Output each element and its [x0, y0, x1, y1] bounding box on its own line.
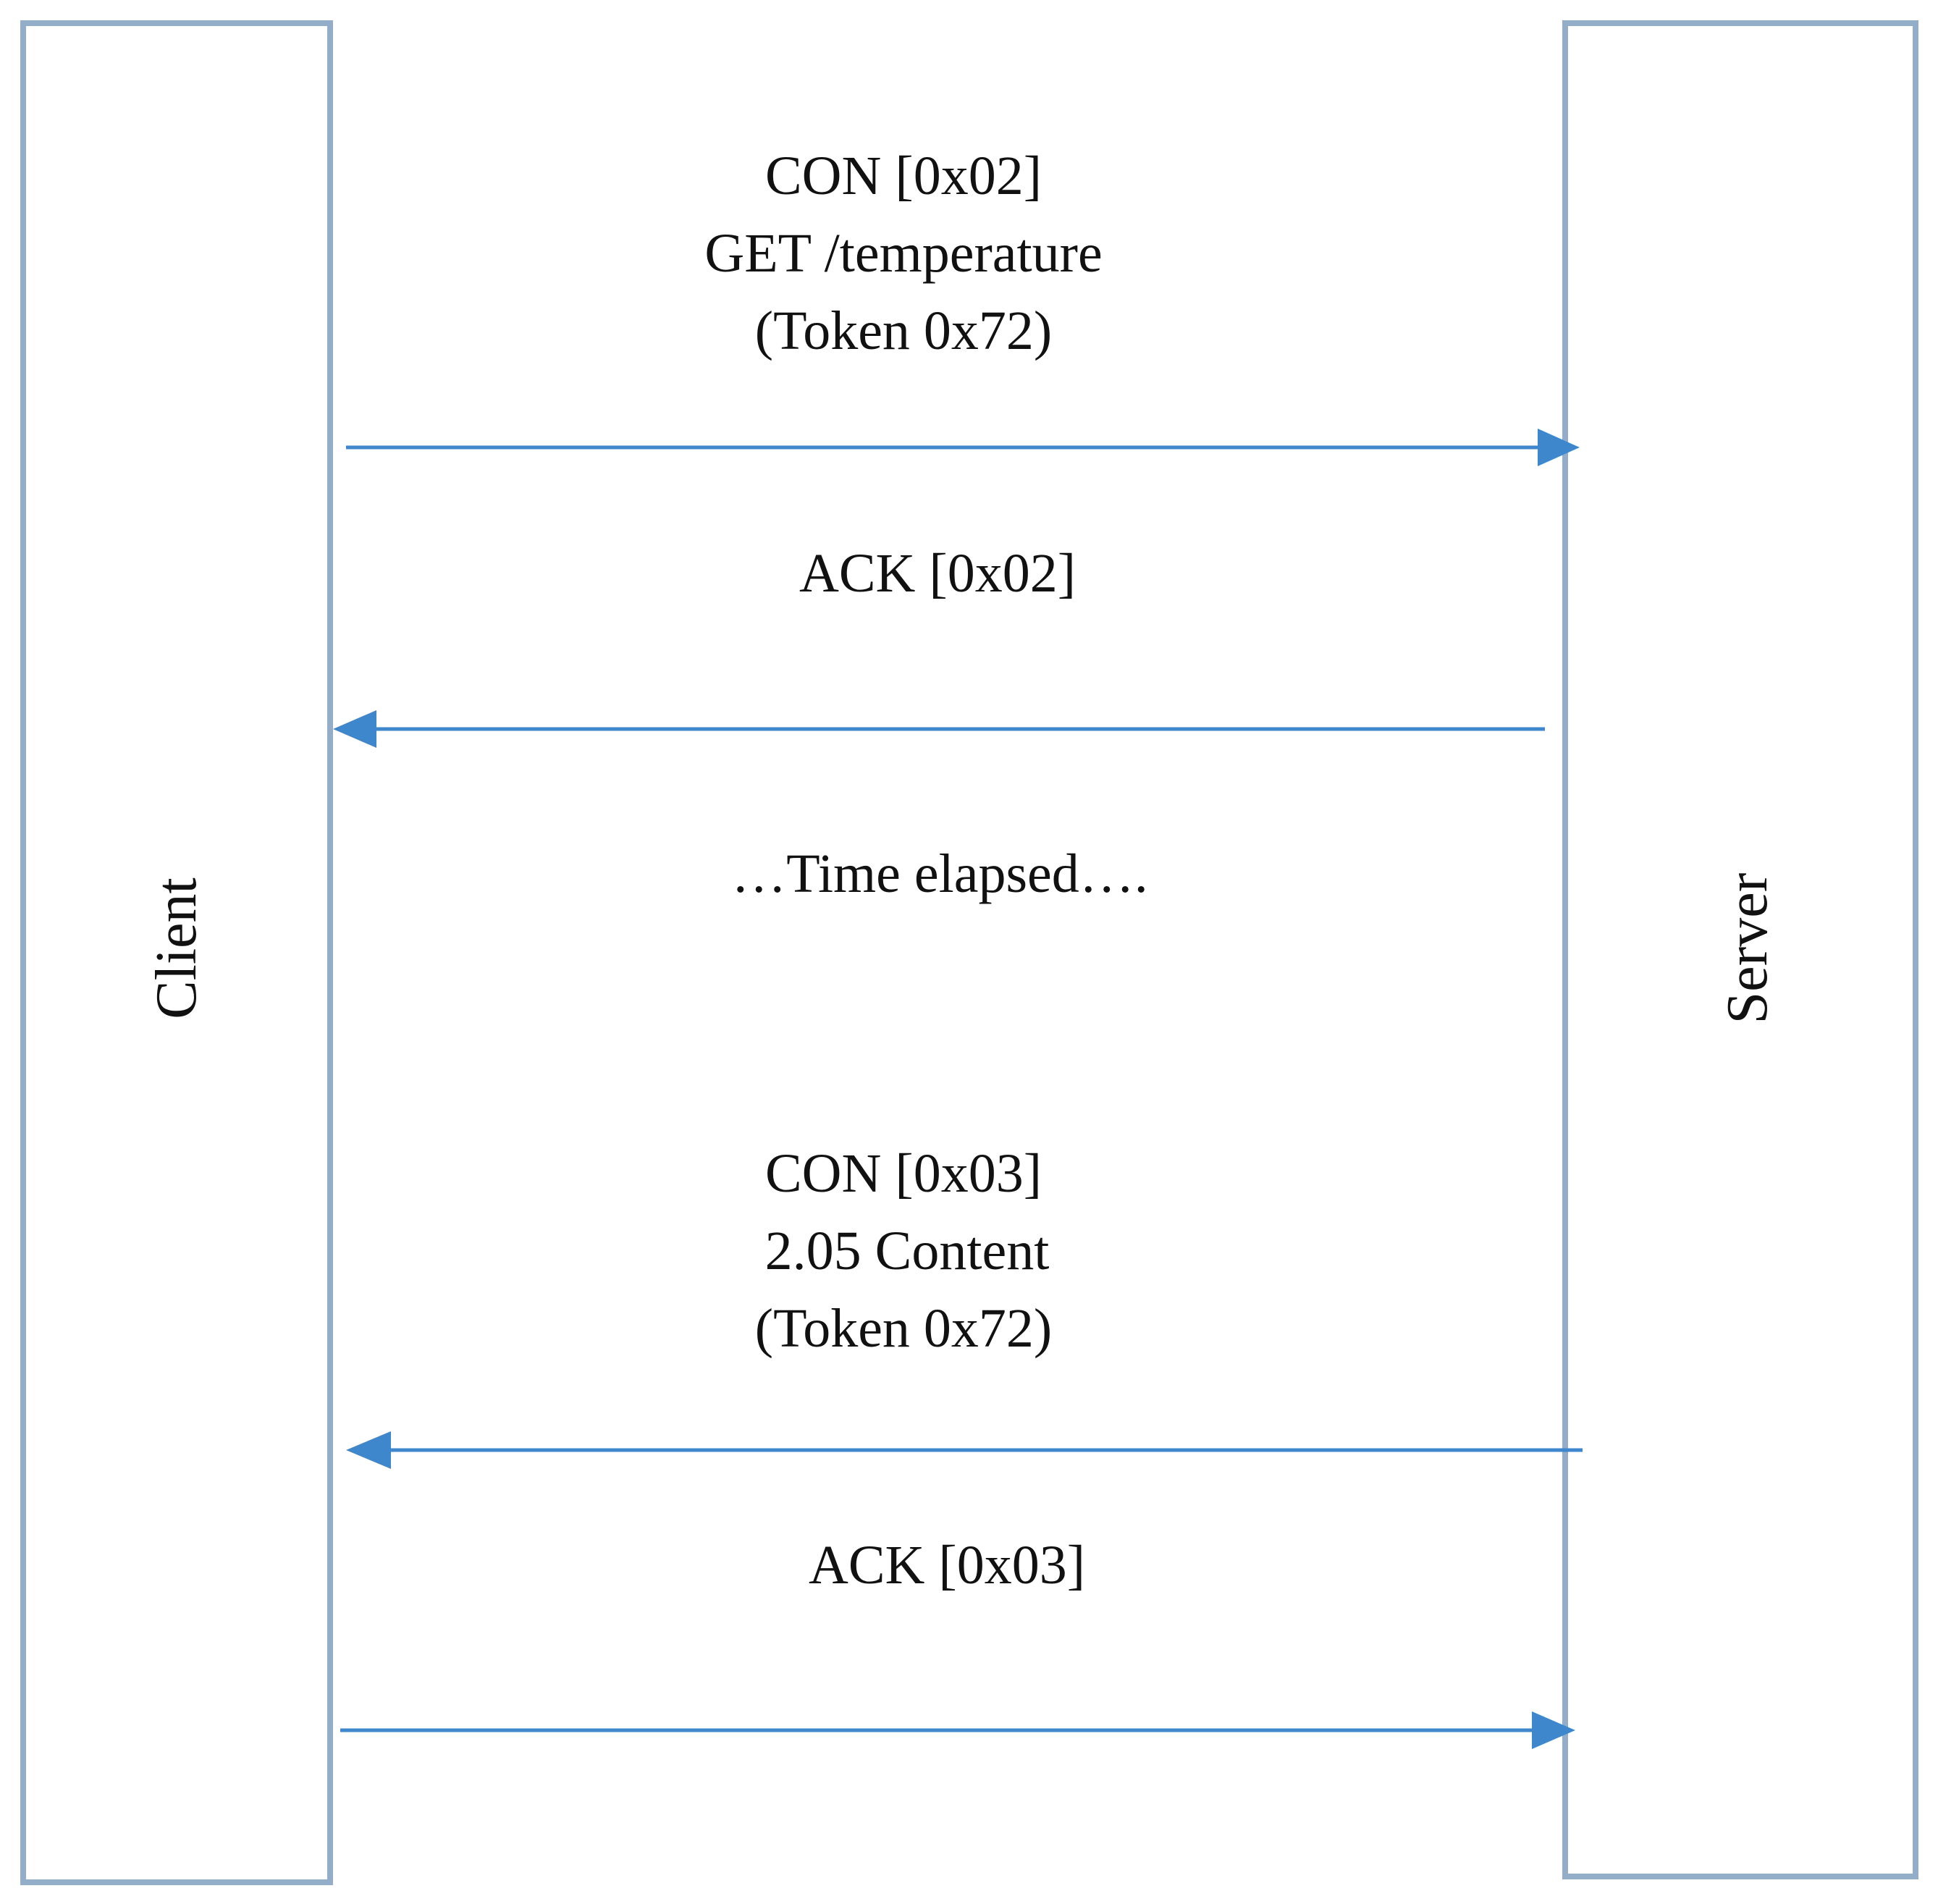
message-ack-1: ACK [0x02] [333, 543, 1545, 748]
message-con-request: CON [0x02] GET /temperature (Token 0x72) [346, 146, 1580, 466]
server-box [1562, 20, 1918, 1879]
arrow-head-right [1538, 429, 1580, 466]
arrow-head-left [333, 710, 376, 748]
client-box [20, 20, 333, 1885]
arrow-head-right [1532, 1711, 1575, 1749]
message-con-response: CON [0x03] 2.05 Content (Token 0x72) [346, 1143, 1583, 1469]
message-label-line: 2.05 Content [765, 1221, 1050, 1281]
message-label-line: CON [0x03] [765, 1143, 1042, 1204]
message-ack-2: ACK [0x03] [340, 1535, 1575, 1749]
message-label-line: (Token 0x72) [755, 1298, 1052, 1359]
message-label-line: ACK [0x02] [799, 543, 1076, 604]
client-label: Client [145, 877, 208, 1019]
client-lifeline: Client [20, 20, 333, 1885]
time-elapsed-note: …Time elapsed…. [731, 843, 1148, 904]
server-label: Server [1716, 873, 1779, 1024]
message-label-line: ACK [0x03] [809, 1535, 1085, 1596]
server-lifeline: Server [1562, 20, 1918, 1879]
message-label-line: (Token 0x72) [755, 300, 1052, 361]
arrow-head-left [346, 1431, 391, 1469]
message-label-line: CON [0x02] [765, 146, 1042, 206]
message-label-line: GET /temperature [704, 223, 1102, 284]
